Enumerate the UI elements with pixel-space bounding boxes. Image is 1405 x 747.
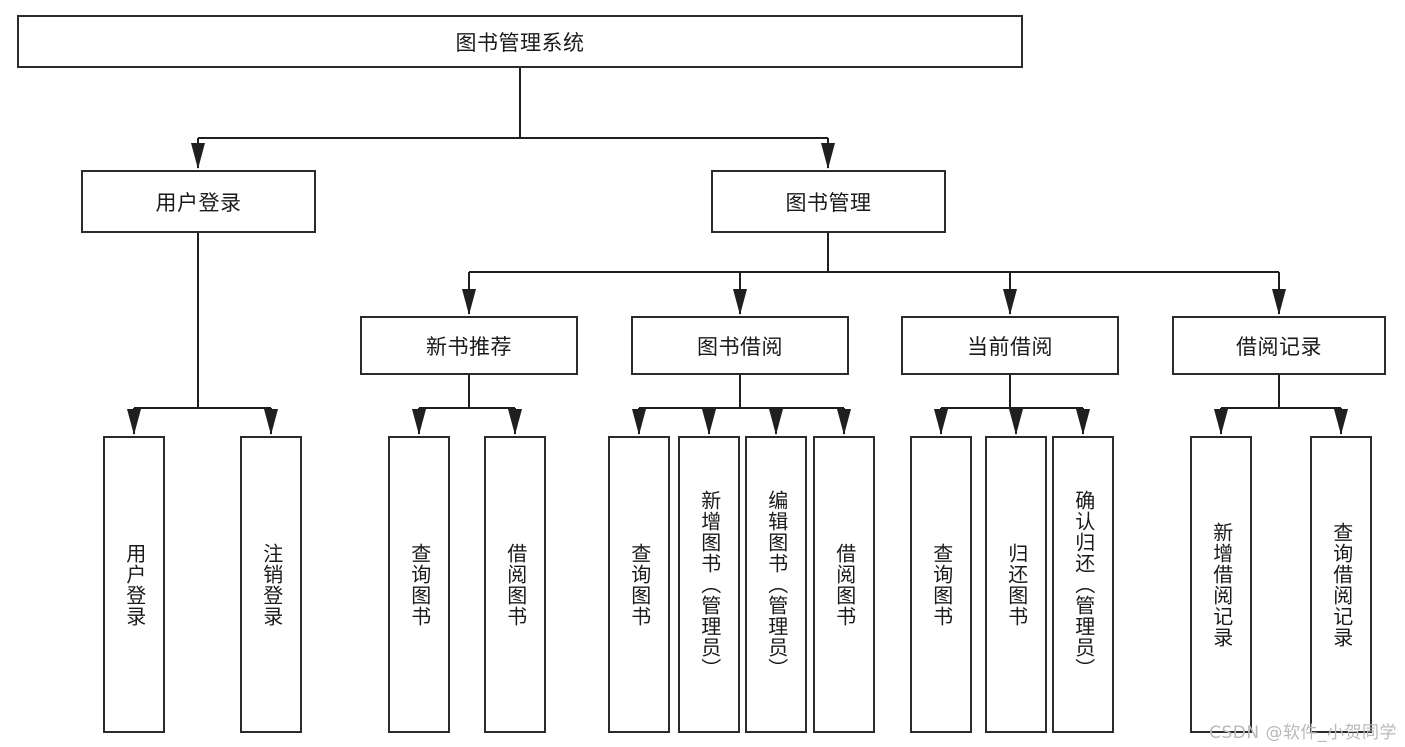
leaf-edit-book-admin[interactable]: 编辑图书（管理员）: [745, 436, 807, 733]
node-book-borrow[interactable]: 图书借阅: [631, 316, 849, 375]
node-user-login[interactable]: 用户登录: [81, 170, 316, 233]
arrowhead-icon: [264, 409, 278, 435]
arrowhead-icon: [412, 409, 426, 435]
arrowhead-icon: [934, 409, 948, 435]
leaf-query-borrow-record[interactable]: 查询借阅记录: [1310, 436, 1372, 733]
node-label: 借阅图书: [503, 542, 528, 627]
node-label: 用户登录: [122, 542, 147, 627]
node-label: 查询图书: [407, 542, 432, 627]
leaf-user-login[interactable]: 用户登录: [103, 436, 165, 733]
leaf-return-book[interactable]: 归还图书: [985, 436, 1047, 733]
node-label: 借阅图书: [832, 542, 857, 627]
node-label: 当前借阅: [967, 334, 1053, 359]
arrowhead-icon: [127, 409, 141, 435]
arrowhead-icon: [1009, 409, 1023, 435]
csdn-watermark: CSDN @软件_小贺同学: [1209, 723, 1397, 743]
leaf-borrow-book-recommend[interactable]: 借阅图书: [484, 436, 546, 733]
node-label: 新书推荐: [426, 334, 512, 359]
arrowhead-icon: [769, 409, 783, 435]
node-label: 图书借阅: [697, 334, 783, 359]
leaf-query-book-current[interactable]: 查询图书: [910, 436, 972, 733]
arrowhead-icon: [191, 143, 205, 169]
node-label: 查询图书: [929, 542, 954, 627]
leaf-confirm-return-admin[interactable]: 确认归还（管理员）: [1052, 436, 1114, 733]
node-new-book-recommend[interactable]: 新书推荐: [360, 316, 578, 375]
arrowhead-icon: [1076, 409, 1090, 435]
arrowhead-icon: [1272, 289, 1286, 315]
arrowhead-icon: [1003, 289, 1017, 315]
arrowhead-icon: [733, 289, 747, 315]
arrowhead-icon: [508, 409, 522, 435]
node-label: 查询图书: [627, 542, 652, 627]
node-label: 归还图书: [1004, 542, 1029, 627]
node-label: 图书管理: [785, 190, 872, 215]
arrowhead-icon: [1214, 409, 1228, 435]
leaf-add-borrow-record[interactable]: 新增借阅记录: [1190, 436, 1252, 733]
arrowhead-icon: [632, 409, 646, 435]
node-current-borrow[interactable]: 当前借阅: [901, 316, 1119, 375]
leaf-logout-login[interactable]: 注销登录: [240, 436, 302, 733]
arrowhead-icon: [1334, 409, 1348, 435]
node-label: 新增借阅记录: [1209, 521, 1234, 648]
arrowhead-icon: [837, 409, 851, 435]
arrowhead-icon: [462, 289, 476, 315]
node-borrow-record[interactable]: 借阅记录: [1172, 316, 1386, 375]
node-label: 图书管理系统: [455, 30, 585, 55]
leaf-borrow-book[interactable]: 借阅图书: [813, 436, 875, 733]
node-label: 新增图书（管理员）: [697, 490, 722, 679]
node-label: 查询借阅记录: [1329, 521, 1354, 648]
node-label: 借阅记录: [1236, 334, 1322, 359]
node-book-management[interactable]: 图书管理: [711, 170, 946, 233]
node-label: 确认归还（管理员）: [1071, 490, 1096, 679]
arrowhead-icon: [702, 409, 716, 435]
node-label: 用户登录: [155, 190, 242, 215]
node-label: 编辑图书（管理员）: [764, 490, 789, 679]
node-label: 注销登录: [259, 542, 284, 627]
arrowhead-icon: [821, 143, 835, 169]
leaf-add-book-admin[interactable]: 新增图书（管理员）: [678, 436, 740, 733]
node-root-system[interactable]: 图书管理系统: [17, 15, 1023, 68]
leaf-query-book-borrow[interactable]: 查询图书: [608, 436, 670, 733]
leaf-query-book-recommend[interactable]: 查询图书: [388, 436, 450, 733]
